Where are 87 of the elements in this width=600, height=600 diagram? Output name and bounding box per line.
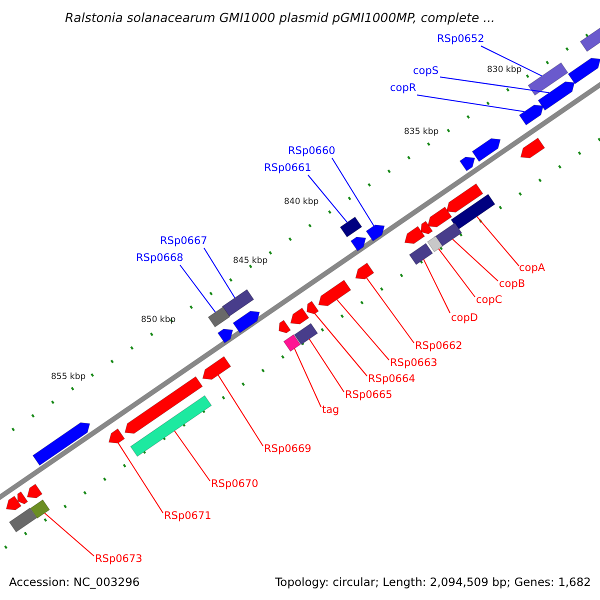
gene-feature [404,226,426,244]
leader-line [480,46,542,76]
leader-line [440,76,550,94]
gene-feature [124,376,203,434]
gene-feature [518,104,544,126]
gene-label: RSp0673 [95,553,142,566]
leader-line [416,94,525,112]
gene-feature [294,322,318,346]
gene-feature [538,81,575,111]
gene-label: RSp0663 [390,357,438,370]
gene-label: tag [322,404,340,417]
gene-feature [222,289,254,317]
leader-line [308,338,344,392]
gene-feature [32,422,90,466]
gene-feature [108,428,125,444]
gene-label: RSp0660 [288,145,336,158]
summary-text: Topology: circular; Length: 2,094,509 bp; Genes: 1,682 [275,575,591,589]
leader-line [204,248,236,298]
leader-line [452,238,498,282]
gene-label: copD [451,312,478,325]
gene-feature [232,310,260,334]
gene-feature [366,224,385,242]
gene-feature [568,58,600,84]
tick-label: 855 kbp [51,372,86,382]
tick-label: 850 kbp [141,315,176,325]
tick-label: 845 kbp [233,256,268,266]
gene-feature [6,496,22,510]
gene-label: RSp0665 [345,389,392,402]
gene-label: RSp0667 [160,235,208,248]
gene-label: RSp0668 [136,252,184,265]
gene-label: RSp0671 [164,510,212,523]
leader-line [332,158,374,226]
leader-line [218,374,264,446]
gene-label: copS [413,65,439,78]
gene-feature [208,306,230,328]
leader-line [118,442,164,514]
gene-feature [8,508,38,532]
leader-line [366,277,414,344]
gene-label: RSp0661 [264,162,312,175]
gene-feature [340,216,362,238]
gene-feature [217,328,234,344]
gene-feature [427,206,452,228]
leader-line [180,264,216,313]
leader-line [294,348,322,408]
gene-feature [472,138,501,162]
leader-line [308,174,348,223]
gene-feature [130,395,212,457]
gene-feature [202,356,232,380]
gene-feature [278,320,291,334]
gene-label: copA [519,262,546,275]
gene-feature [446,183,484,213]
gene-feature [434,222,462,248]
leader-line [423,258,450,314]
tick-label: 830 kbp [487,65,522,75]
gene-label: copC [476,294,502,307]
gene-feature [355,262,374,280]
leader-line [174,430,210,482]
gene-feature [528,62,568,96]
gene-label: RSp0670 [211,478,258,491]
leader-line [314,313,368,376]
gene-label: RSp0662 [415,340,462,353]
gene-label: copB [499,278,526,291]
tick-label: 840 kbp [284,197,319,207]
leader-line [44,512,94,556]
leader-line [336,299,390,360]
gene-feature [17,491,28,504]
gene-feature [408,242,434,266]
gene-feature [26,484,43,498]
gene-feature [318,280,352,306]
gene-feature [350,236,366,252]
gene-label: RSp0664 [368,373,416,386]
gene-feature [283,334,301,352]
gene-label: RSp0652 [437,33,484,46]
gene-label: RSp0669 [264,443,312,456]
gene-feature [30,499,50,519]
gene-feature [427,236,443,252]
leader-line [438,248,476,298]
gene-feature [306,300,319,314]
map-title: Ralstonia solanacearum GMI1000 plasmid pGMI1000MP, complete ... [65,10,496,25]
gene-feature [459,156,476,172]
accession-text: Accession: NC_003296 [9,575,140,589]
leader-line [476,216,520,266]
gene-feature [520,138,546,158]
gene-label: copR [390,82,416,95]
gene-feature [450,194,496,230]
tick-label: 835 kbp [404,127,439,137]
gene-feature [290,308,310,324]
